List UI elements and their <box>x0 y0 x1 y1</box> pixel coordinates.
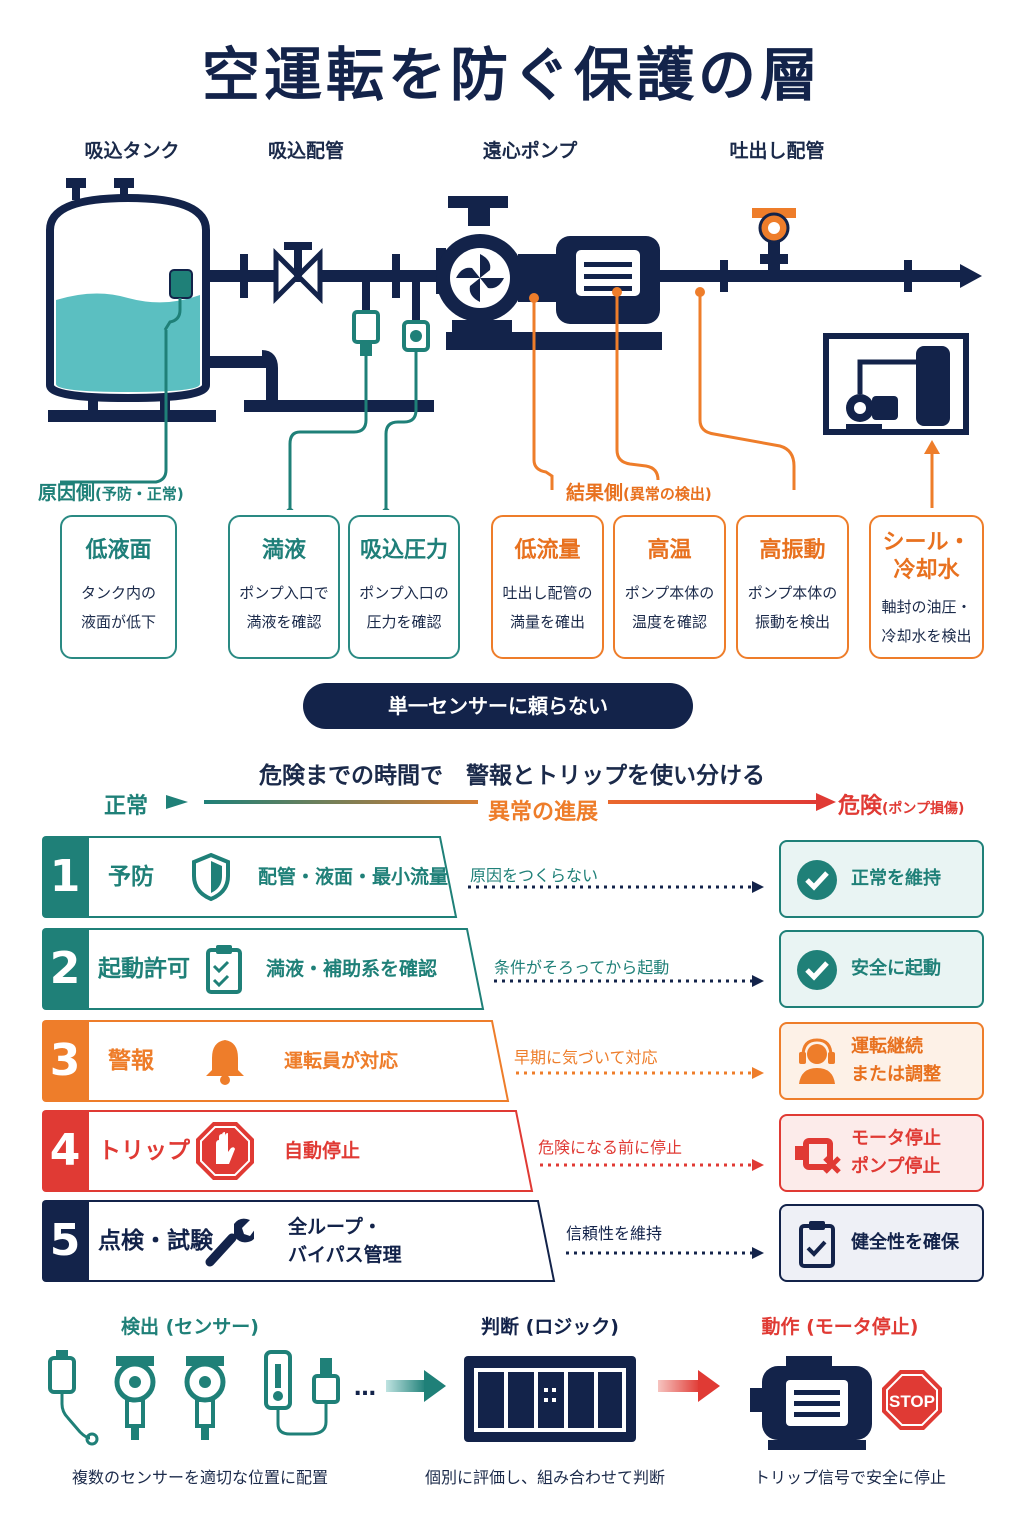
card-seal-cooling: シール・冷却水 軸封の油圧・冷却水を検出 <box>869 515 984 659</box>
pump-label: 遠心ポンプ <box>482 140 578 162</box>
clipboard-check-icon <box>206 945 242 994</box>
process-diagram <box>46 178 982 510</box>
judge-label: 判断 (ロジック) <box>480 1316 619 1338</box>
layer-name: 起動許可 <box>98 956 190 982</box>
motor-stop-icon <box>795 1138 841 1174</box>
effect-side-label: 結果側(異常の検出) <box>566 482 712 504</box>
wrench-icon <box>205 1218 254 1267</box>
page-title: 空運転を防ぐ保護の層 <box>201 41 822 109</box>
card-suction-pressure: 吸込圧力 ポンプ入口の圧力を確認 <box>348 515 460 659</box>
suction-tank-icon <box>46 178 216 422</box>
layer-number: 4 <box>42 1110 88 1192</box>
dotted-arrow-2 <box>494 975 764 987</box>
result-safe-start: 安全に起動 <box>779 930 984 1008</box>
judge-caption: 個別に評価し、組み合わせて判断 <box>424 1468 665 1487</box>
layer-desc: 自動停止 <box>284 1140 361 1162</box>
layer-name: 予防 <box>108 864 154 890</box>
cause-side-label: 原因側(予防・正常) <box>38 482 184 504</box>
sensor-group-icon <box>48 1350 340 1446</box>
valve-icon <box>273 247 302 305</box>
discharge-pipe <box>660 270 960 282</box>
dotted-arrow-3 <box>516 1067 764 1079</box>
layer-number: 3 <box>42 1020 88 1102</box>
layer-number: 5 <box>42 1200 88 1282</box>
dotted-arrow-1 <box>468 881 764 893</box>
detect-label: 検出 (センサー) <box>120 1316 259 1338</box>
result-normal: 正常を維持 <box>779 840 984 918</box>
progression-danger: 危険(ポンプ損傷) <box>838 794 965 819</box>
motor-stop-sign-icon: STOP <box>750 1356 942 1450</box>
result-integrity: 健全性を確保 <box>779 1204 984 1282</box>
card-high-vibration: 高振動 ポンプ本体の振動を検出 <box>736 515 849 659</box>
more-sensors-dots: … <box>354 1376 376 1401</box>
result-stop: モータ停止ポンプ停止 <box>779 1114 984 1192</box>
progression-abnormal: 異常の進展 <box>478 794 609 826</box>
operator-headset-icon <box>799 1038 835 1084</box>
act-label: 動作 (モータ停止) <box>761 1316 919 1338</box>
layer-number: 2 <box>42 928 88 1010</box>
check-circle-icon <box>797 860 837 900</box>
layer-row-4: 4 トリップ 自動停止 <box>42 1110 536 1192</box>
layer-name: トリップ <box>98 1138 190 1164</box>
layer-row-1: 1 予防 配管・液面・最小流量 <box>42 836 472 918</box>
result-continue: 運転継続または調整 <box>779 1022 984 1100</box>
layer-desc: 運転員が対応 <box>284 1050 399 1072</box>
layer-desc: 配管・液面・最小流量 <box>258 866 449 888</box>
card-high-temp: 高温 ポンプ本体の温度を確認 <box>613 515 726 659</box>
shield-icon <box>192 852 230 902</box>
card-low-flow: 低流量 吐出し配管の満量を確出 <box>491 515 604 659</box>
act-caption: トリップ信号で安全に停止 <box>753 1468 946 1487</box>
dotted-arrow-4 <box>540 1159 764 1171</box>
layer-2-middle: 条件がそろってから起動 <box>494 958 670 977</box>
dotted-arrow-5 <box>566 1247 764 1259</box>
layer-name: 点検・試験 <box>98 1228 213 1254</box>
card-low-level: 低液面 タンク内の液面が低下 <box>60 515 177 659</box>
clipboard-check-icon <box>799 1221 835 1268</box>
logic-controller-icon <box>464 1356 636 1442</box>
level-sensor-icon <box>169 269 193 299</box>
check-circle-icon <box>797 950 837 990</box>
layer-row-3: 3 警報 運転員が対応 <box>42 1020 512 1102</box>
flooded-sensor-icon <box>352 310 380 344</box>
detect-caption: 複数のセンサーを適切な位置に配置 <box>71 1468 328 1487</box>
layer-row-2: 2 起動許可 満液・補助系を確認 <box>42 928 492 1010</box>
bell-icon <box>206 1040 244 1085</box>
tank-label: 吸込タンク <box>84 140 180 162</box>
layer-5-middle: 信頼性を維持 <box>566 1224 663 1243</box>
card-flooded: 満液 ポンプ入口で満液を確認 <box>228 515 340 659</box>
arrow-right-icon <box>386 1370 446 1402</box>
no-single-sensor-banner: 単一センサーに頼らない <box>303 683 693 729</box>
flow-arrow-icon <box>960 264 982 288</box>
progression-normal: 正常 <box>104 794 149 819</box>
layer-row-5: 5 点検・試験 全ループ・バイパス管理 <box>42 1200 558 1282</box>
seal-water-system-icon <box>823 333 969 435</box>
layer-1-middle: 原因をつくらない <box>470 866 599 885</box>
layer-desc: 満液・補助系を確認 <box>266 958 438 980</box>
centrifugal-pump-icon <box>436 196 662 350</box>
arrow-right-red-icon <box>658 1370 720 1402</box>
section-subtitle: 危険までの時間で 警報とトリップを使い分ける <box>259 763 765 789</box>
layer-4-middle: 危険になる前に停止 <box>538 1138 683 1157</box>
layer-name: 警報 <box>108 1048 154 1074</box>
layer-3-middle: 早期に気づいて対応 <box>514 1048 658 1067</box>
suction-pipe-label: 吸込配管 <box>267 140 344 162</box>
stop-sign-text: STOP <box>889 1392 935 1411</box>
layer-number: 1 <box>42 836 88 918</box>
stop-hand-icon <box>196 1122 254 1180</box>
layer-desc: 全ループ・バイパス管理 <box>288 1216 402 1266</box>
discharge-pipe-label: 吐出し配管 <box>729 140 825 162</box>
